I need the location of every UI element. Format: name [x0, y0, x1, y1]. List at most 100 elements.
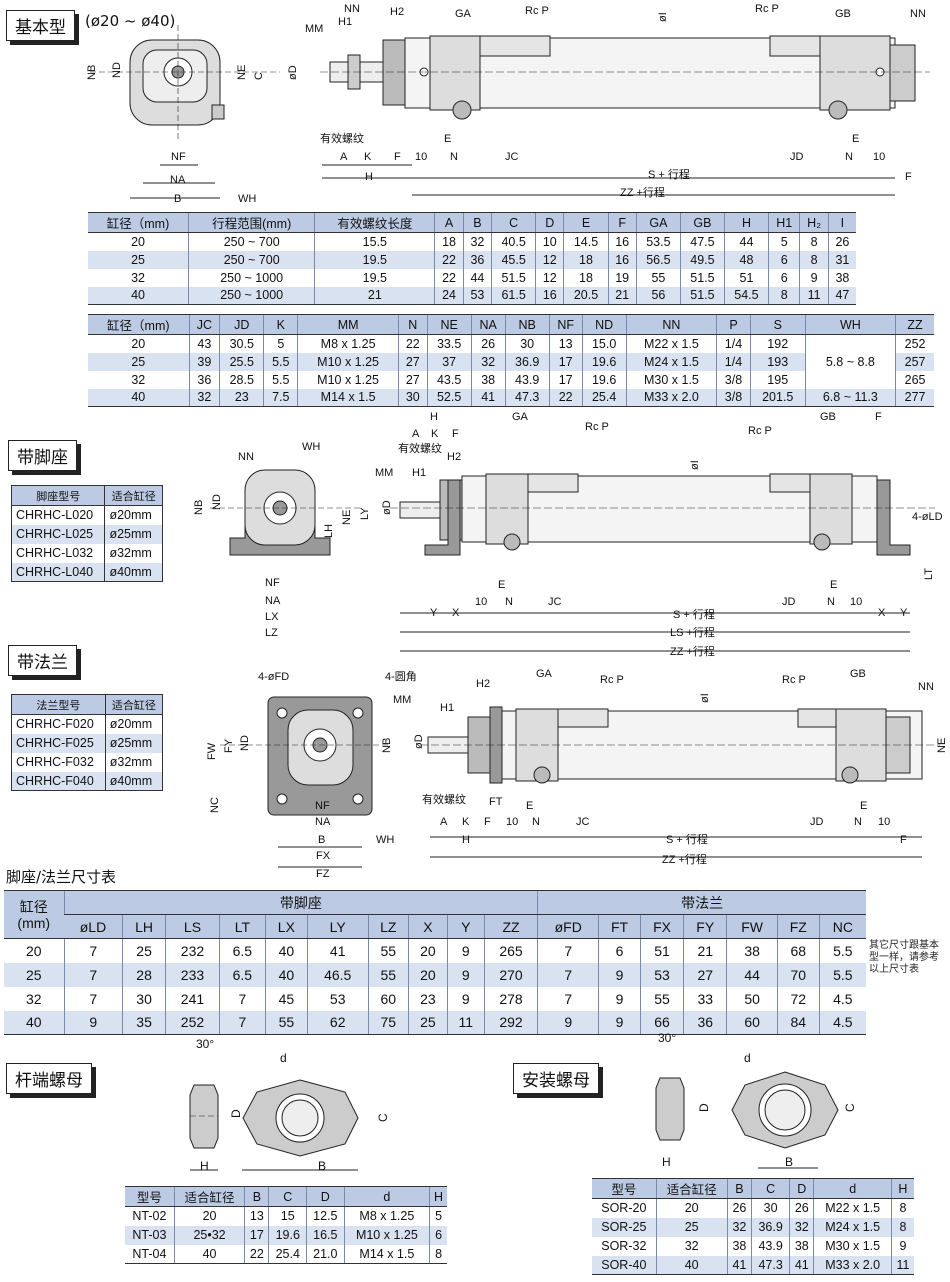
- svg-text:NN: NN: [918, 681, 934, 693]
- table-cell: CHRHC-L040: [10, 562, 106, 582]
- table-cell: 250 ~ 1000: [188, 286, 315, 305]
- table-cell: 4.5: [818, 986, 866, 1011]
- table-header: 缸径（mm): [88, 212, 189, 233]
- table-cell: 9: [890, 1236, 914, 1256]
- svg-text:øD: øD: [413, 734, 425, 749]
- table-cell: 11: [446, 1010, 485, 1035]
- table-cell: 56.5: [635, 250, 681, 269]
- table-header: NC: [818, 914, 866, 939]
- svg-text:E: E: [852, 133, 859, 145]
- table-cell: 43.9: [751, 1236, 790, 1256]
- table-cell: 32: [462, 232, 492, 251]
- svg-text:H2: H2: [476, 678, 490, 690]
- table-cell: 9: [446, 986, 485, 1011]
- svg-text:D: D: [697, 1103, 711, 1112]
- svg-text:FZ: FZ: [316, 868, 330, 877]
- table-cell: 30: [398, 388, 428, 407]
- table-cell: 11: [799, 286, 829, 305]
- table-cell: ø25mm: [104, 733, 164, 753]
- mount-table-title: 脚座/法兰尺寸表: [6, 868, 117, 886]
- table-cell: 31: [827, 250, 856, 269]
- svg-text:N: N: [532, 816, 540, 828]
- table-cell: 41: [726, 1255, 752, 1275]
- table-header: 适合缸径: [104, 485, 163, 506]
- table-cell: M33 x 2.0: [813, 1255, 892, 1275]
- table-cell: ø32mm: [104, 543, 163, 563]
- svg-text:ND: ND: [211, 494, 223, 510]
- table-cell: NT-02: [132, 1209, 167, 1224]
- table-cell: 7: [218, 1010, 266, 1035]
- table-cell: 44: [726, 962, 778, 987]
- table-cell: 26: [827, 232, 856, 251]
- svg-text:øI: øI: [699, 693, 711, 703]
- table-header: øLD: [64, 914, 123, 939]
- svg-text:WH: WH: [238, 193, 256, 205]
- table-cell: M30 x 1.5: [625, 370, 717, 389]
- svg-text:10: 10: [850, 596, 862, 608]
- table-cell: 36: [188, 370, 220, 389]
- table-header: 型号: [592, 1178, 657, 1199]
- svg-text:H1: H1: [440, 702, 454, 714]
- table-cell: 41: [470, 388, 506, 407]
- svg-text:S + 行程: S + 行程: [673, 608, 715, 621]
- table-cell: 30: [121, 986, 166, 1011]
- table-header: FT: [598, 914, 641, 939]
- table-cell: 55: [367, 938, 409, 963]
- table-cell: 6: [429, 1225, 447, 1245]
- svg-text:B: B: [318, 834, 325, 846]
- svg-text:Rc P: Rc P: [748, 425, 772, 437]
- table-cell: 30.5: [219, 334, 264, 353]
- table-cell: 3/8: [716, 370, 751, 389]
- table-cell: 52.5: [426, 388, 472, 407]
- svg-text:B: B: [318, 1159, 326, 1173]
- table-cell: M10 x 1.25: [343, 1225, 430, 1245]
- table-cell: ø20mm: [104, 505, 163, 525]
- table-cell: 40: [264, 938, 308, 963]
- table-cell: 9: [598, 986, 641, 1011]
- table-cell: 60: [367, 986, 409, 1011]
- table-cell: 22: [244, 1244, 269, 1264]
- table-header: NB: [504, 314, 550, 335]
- table-cell: 40: [264, 962, 308, 987]
- table-cell: 40: [173, 1244, 245, 1264]
- table-cell: M14 x 1.5: [343, 1244, 430, 1264]
- table-cell: SOR-20: [601, 1201, 647, 1216]
- svg-text:ND: ND: [239, 735, 251, 751]
- table-cell: 5: [263, 334, 298, 353]
- table-cell: SOR-25: [592, 1217, 657, 1237]
- svg-text:30°: 30°: [196, 1037, 214, 1051]
- mount-nut-drawing: 30° D C dBH: [655, 1031, 857, 1169]
- table-cell: 13: [244, 1206, 269, 1226]
- table-cell: 5.5: [818, 938, 866, 963]
- table-cell: 7: [537, 938, 599, 963]
- table-cell: 19.5: [314, 250, 435, 269]
- table-cell: 26: [789, 1198, 814, 1218]
- table-cell: 16.5: [306, 1225, 345, 1245]
- table-header: C: [751, 1178, 790, 1199]
- svg-text:F: F: [452, 428, 459, 440]
- svg-text:GB: GB: [820, 411, 836, 423]
- table-header: FZ: [776, 914, 820, 939]
- section-title-foot: 带脚座: [8, 440, 77, 471]
- svg-text:C: C: [843, 1103, 857, 1112]
- table-cell: 53: [462, 286, 492, 305]
- table-header: 脚座型号: [10, 485, 106, 506]
- svg-text:GB: GB: [835, 8, 851, 20]
- table-cell: 36: [683, 1010, 727, 1035]
- table-header-row: 缸径（mm) JC JD K MM N NE NA NB NF ND NN P …: [88, 314, 934, 335]
- table-cell: 9: [446, 938, 485, 963]
- svg-text:NE: NE: [936, 738, 948, 753]
- table-cell: 55: [635, 268, 681, 287]
- table-cell: 16: [535, 286, 564, 305]
- table-cell: 54.5: [723, 286, 769, 305]
- svg-text:C: C: [376, 1113, 390, 1122]
